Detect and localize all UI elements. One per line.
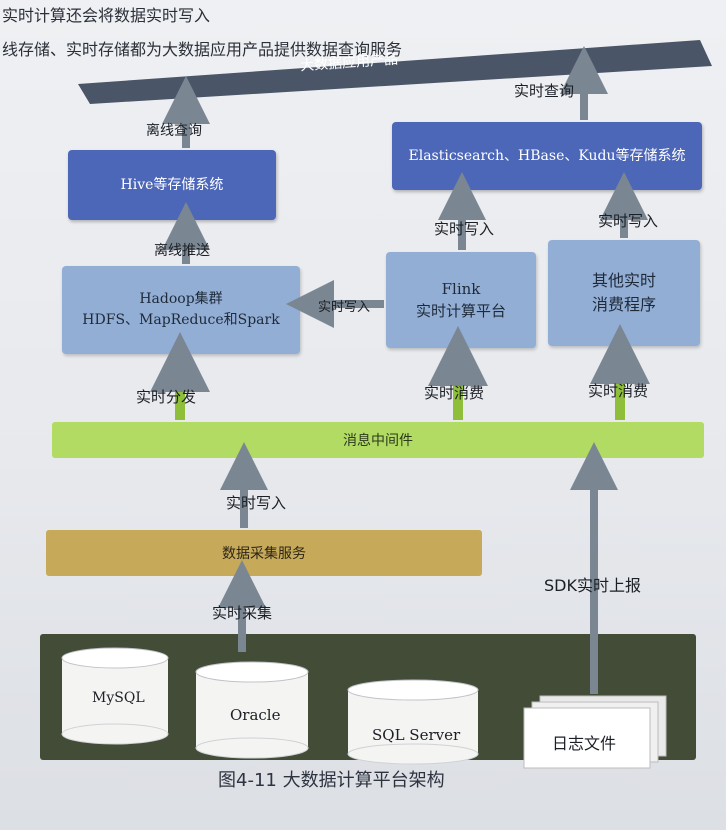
intro-line-2: 线存储、实时存储都为大数据应用产品提供数据查询服务: [2, 40, 403, 59]
app-products-bar: [78, 40, 712, 104]
edge-label-flink-write: 实时写入: [434, 220, 495, 238]
edge-label-collect: 实时采集: [212, 604, 273, 622]
edge-label-other-consume: 实时消费: [588, 382, 649, 400]
other-consumers-title: 其他实时: [591, 271, 656, 290]
mysql-cylinder: [61, 647, 169, 745]
intro-line-1: 实时计算还会将数据实时写入: [2, 6, 211, 25]
log-files-icon: [523, 695, 667, 769]
hive-storage-label: Hive等存储系统: [120, 176, 224, 193]
flink-subtitle: 实时计算平台: [415, 302, 506, 320]
edge-label-flink-consume: 实时消费: [424, 384, 485, 402]
mysql-label: MySQL: [92, 690, 145, 706]
sqlserver-label: SQL Server: [372, 726, 461, 744]
edge-label-sdk-report: SDK实时上报: [544, 576, 641, 595]
figure-caption: 图4-11 大数据计算平台架构: [218, 770, 445, 791]
edge-label-dispatch: 实时分发: [136, 388, 197, 406]
edge-label-to-hadoop: 实时写入: [318, 300, 371, 315]
other-consumers-subtitle: 消费程序: [591, 295, 656, 314]
edge-label-offline-query: 离线查询: [146, 123, 202, 139]
message-middleware-label: 消息中间件: [343, 433, 413, 449]
sqlserver-cylinder: [347, 679, 479, 765]
logs-label: 日志文件: [552, 734, 617, 753]
hadoop-title: Hadoop集群: [139, 291, 223, 307]
hadoop-subtitle: HDFS、MapReduce和Spark: [82, 312, 280, 328]
edge-label-other-write: 实时写入: [598, 212, 659, 230]
edge-label-offline-push: 离线推送: [154, 243, 210, 259]
edge-label-realtime-query: 实时查询: [514, 82, 575, 100]
oracle-label: Oracle: [230, 706, 281, 724]
data-collector-label: 数据采集服务: [222, 546, 306, 562]
oracle-cylinder: [195, 661, 309, 759]
edge-label-collector-write: 实时写入: [226, 494, 287, 512]
realtime-storage-label: Elasticsearch、HBase、Kudu等存储系统: [408, 147, 686, 164]
flink-title: Flink: [441, 279, 481, 298]
